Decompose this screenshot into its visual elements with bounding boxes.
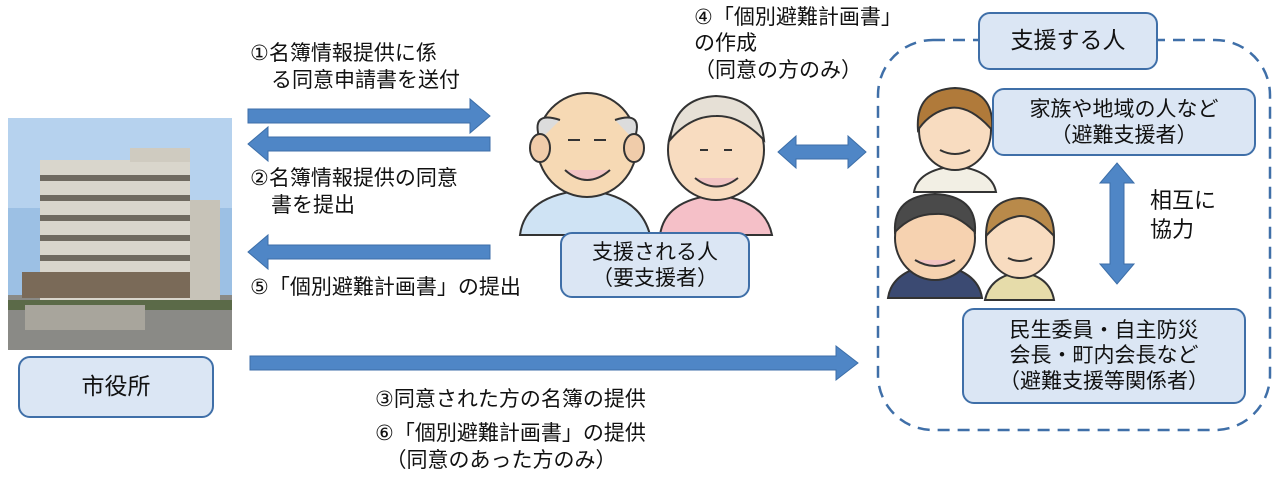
elderly-couple-illustration [518,92,774,236]
arrow-step5 [247,233,491,271]
step5-text: ⑤「個別避難計画書」の提出 [250,275,521,299]
supported-person-box: 支援される人 （要支援者） [560,232,750,298]
arrow-step3 [249,344,859,382]
step6-text: ⑥「個別避難計画書」の提供 （同意のあった方のみ） [375,421,646,473]
young-man-illustration [983,196,1056,301]
supporters-header: 支援する人 [978,12,1158,70]
step4-text: ④「個別避難計画書」 の作成 （同意の方のみ） [694,5,902,82]
woman-illustration [912,86,998,193]
step1-text: ①名簿情報提供に係 る同意申請書を送付 [250,41,460,93]
arrow-step1 [247,97,491,135]
step2-text: ②名簿情報提供の同意 書を提出 [250,166,458,218]
family-supporters-box: 家族や地域の人など （避難支援者） [992,88,1256,156]
city-hall-photo [8,118,232,350]
man-illustration [886,192,984,299]
officials-box: 民生委員・自主防災 会長・町内会長など （避難支援等関係者） [962,308,1246,404]
arrow-mutual [1098,162,1136,285]
step3-text: ③同意された方の名簿の提供 [375,387,646,411]
arrow-step2 [247,125,491,163]
arrow-step4 [777,134,867,170]
mutual-cooperation-text: 相互に 協力 [1150,189,1217,243]
city-hall-label: 市役所 [18,356,214,418]
